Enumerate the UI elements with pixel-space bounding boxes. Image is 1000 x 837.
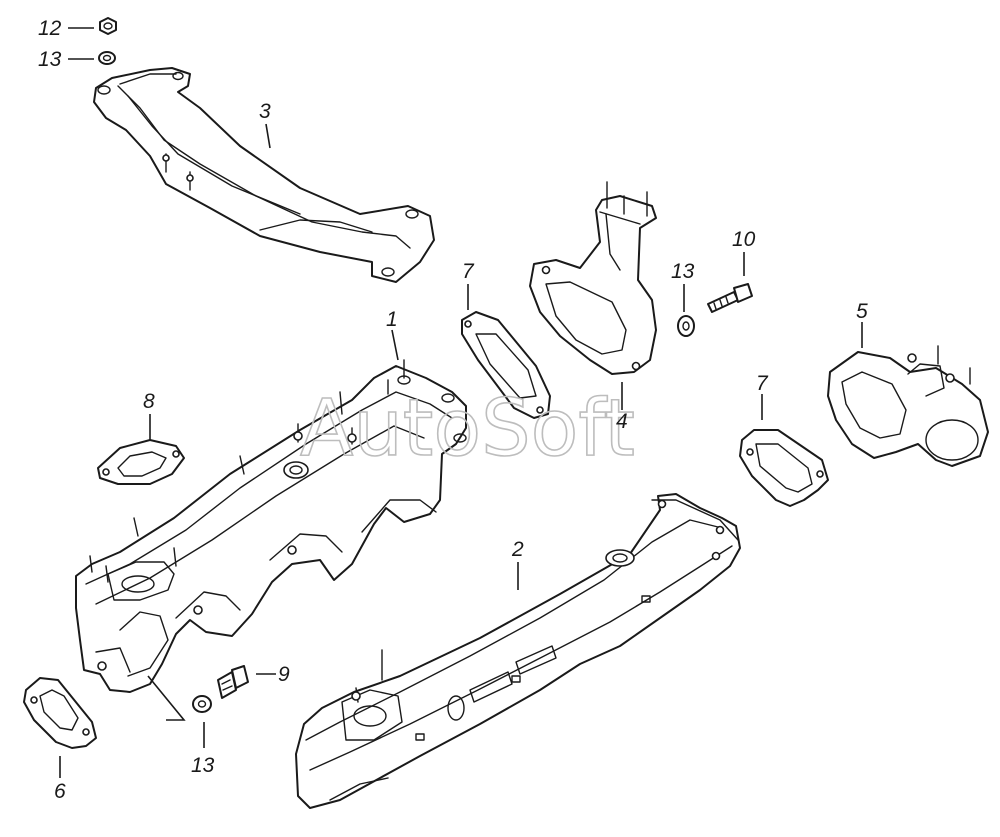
part-6-gasket — [23, 677, 97, 749]
part-10-bolt — [707, 283, 753, 313]
callout-7-upper: 7 — [462, 260, 475, 283]
callout-8: 8 — [143, 390, 155, 413]
part-13-washer-top — [98, 51, 116, 65]
part-12-nut — [99, 17, 117, 35]
part-2-exhaust-manifold-right — [295, 493, 741, 809]
part-13-washer-bottom — [192, 695, 212, 713]
callout-2: 2 — [511, 538, 524, 561]
part-1-exhaust-manifold-left — [75, 359, 467, 693]
part-9-bolt — [217, 665, 249, 699]
callout-4: 4 — [616, 410, 628, 433]
callout-9: 9 — [278, 663, 290, 686]
callout-13-middle: 13 — [671, 260, 695, 283]
callout-5: 5 — [856, 300, 868, 323]
callout-3: 3 — [259, 100, 271, 123]
part-3-connecting-pipe — [93, 67, 435, 283]
part-7-gasket-lower — [739, 429, 829, 507]
part-13-washer-middle — [677, 315, 695, 337]
callout-10: 10 — [732, 228, 756, 251]
part-7-gasket-upper — [461, 311, 551, 419]
callout-6: 6 — [54, 780, 66, 803]
leader-lines — [59, 27, 863, 778]
watermark-text: AutoSoft — [300, 384, 635, 474]
callout-13-top: 13 — [38, 48, 62, 71]
callout-labels: 12 13 3 10 7 13 5 1 8 4 7 2 9 6 13 — [38, 17, 868, 803]
part-8-gasket — [97, 439, 185, 485]
callout-12: 12 — [38, 17, 62, 40]
part-4-exhaust-elbow — [529, 181, 657, 375]
callout-7-lower: 7 — [756, 372, 769, 395]
callout-13-bottom: 13 — [191, 754, 215, 777]
callout-1: 1 — [386, 308, 398, 331]
part-5-outlet-pipe — [827, 345, 989, 467]
